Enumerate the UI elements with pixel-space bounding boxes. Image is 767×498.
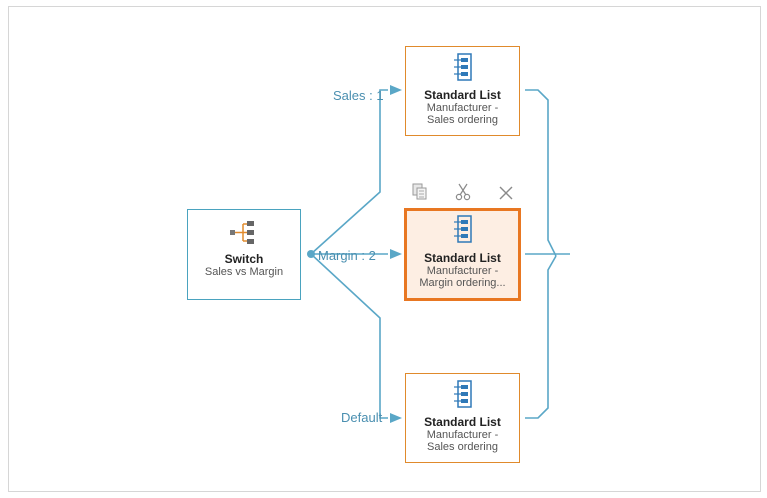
list-node-title: Standard List	[424, 88, 501, 102]
list-node-sales[interactable]: Standard List Manufacturer - Sales order…	[405, 46, 520, 136]
copy-icon[interactable]	[412, 183, 428, 201]
list-node-title: Standard List	[424, 251, 501, 265]
list-node-line1: Manufacturer -	[426, 102, 499, 114]
connector-default	[310, 253, 388, 419]
list-node-line1: Manufacturer -	[426, 429, 499, 441]
switch-output-dot	[307, 250, 315, 258]
workflow-canvas[interactable]	[8, 6, 761, 492]
standard-list-icon	[453, 215, 472, 243]
arrow-default	[390, 413, 402, 423]
list-node-line2: Sales ordering	[427, 114, 498, 126]
switch-node-title: Switch	[224, 252, 264, 266]
branch-label-sales: Sales : 1	[333, 88, 384, 103]
connector-merge-top	[525, 89, 557, 257]
standard-list-icon	[453, 53, 472, 81]
delete-icon[interactable]	[498, 185, 514, 201]
switch-node-subtitle: Sales vs Margin	[204, 266, 284, 278]
list-node-title: Standard List	[424, 415, 501, 429]
standard-list-icon	[453, 380, 472, 408]
switch-branch-icon	[230, 221, 254, 244]
branch-label-margin: Margin : 2	[318, 248, 376, 263]
list-node-line2: Sales ordering	[427, 441, 498, 453]
list-node-line2: Margin ordering...	[419, 277, 506, 289]
cut-icon[interactable]	[455, 183, 471, 201]
connector-sales	[310, 89, 388, 255]
branch-label-default: Default	[341, 410, 383, 425]
list-node-margin-selected[interactable]: Standard List Manufacturer - Margin orde…	[404, 208, 521, 301]
arrow-margin	[390, 249, 402, 259]
switch-node[interactable]: Switch Sales vs Margin	[187, 209, 301, 300]
list-node-line1: Manufacturer -	[426, 265, 499, 277]
connector-merge-bottom	[525, 255, 557, 419]
list-node-default[interactable]: Standard List Manufacturer - Sales order…	[405, 373, 520, 463]
arrow-sales	[390, 85, 402, 95]
